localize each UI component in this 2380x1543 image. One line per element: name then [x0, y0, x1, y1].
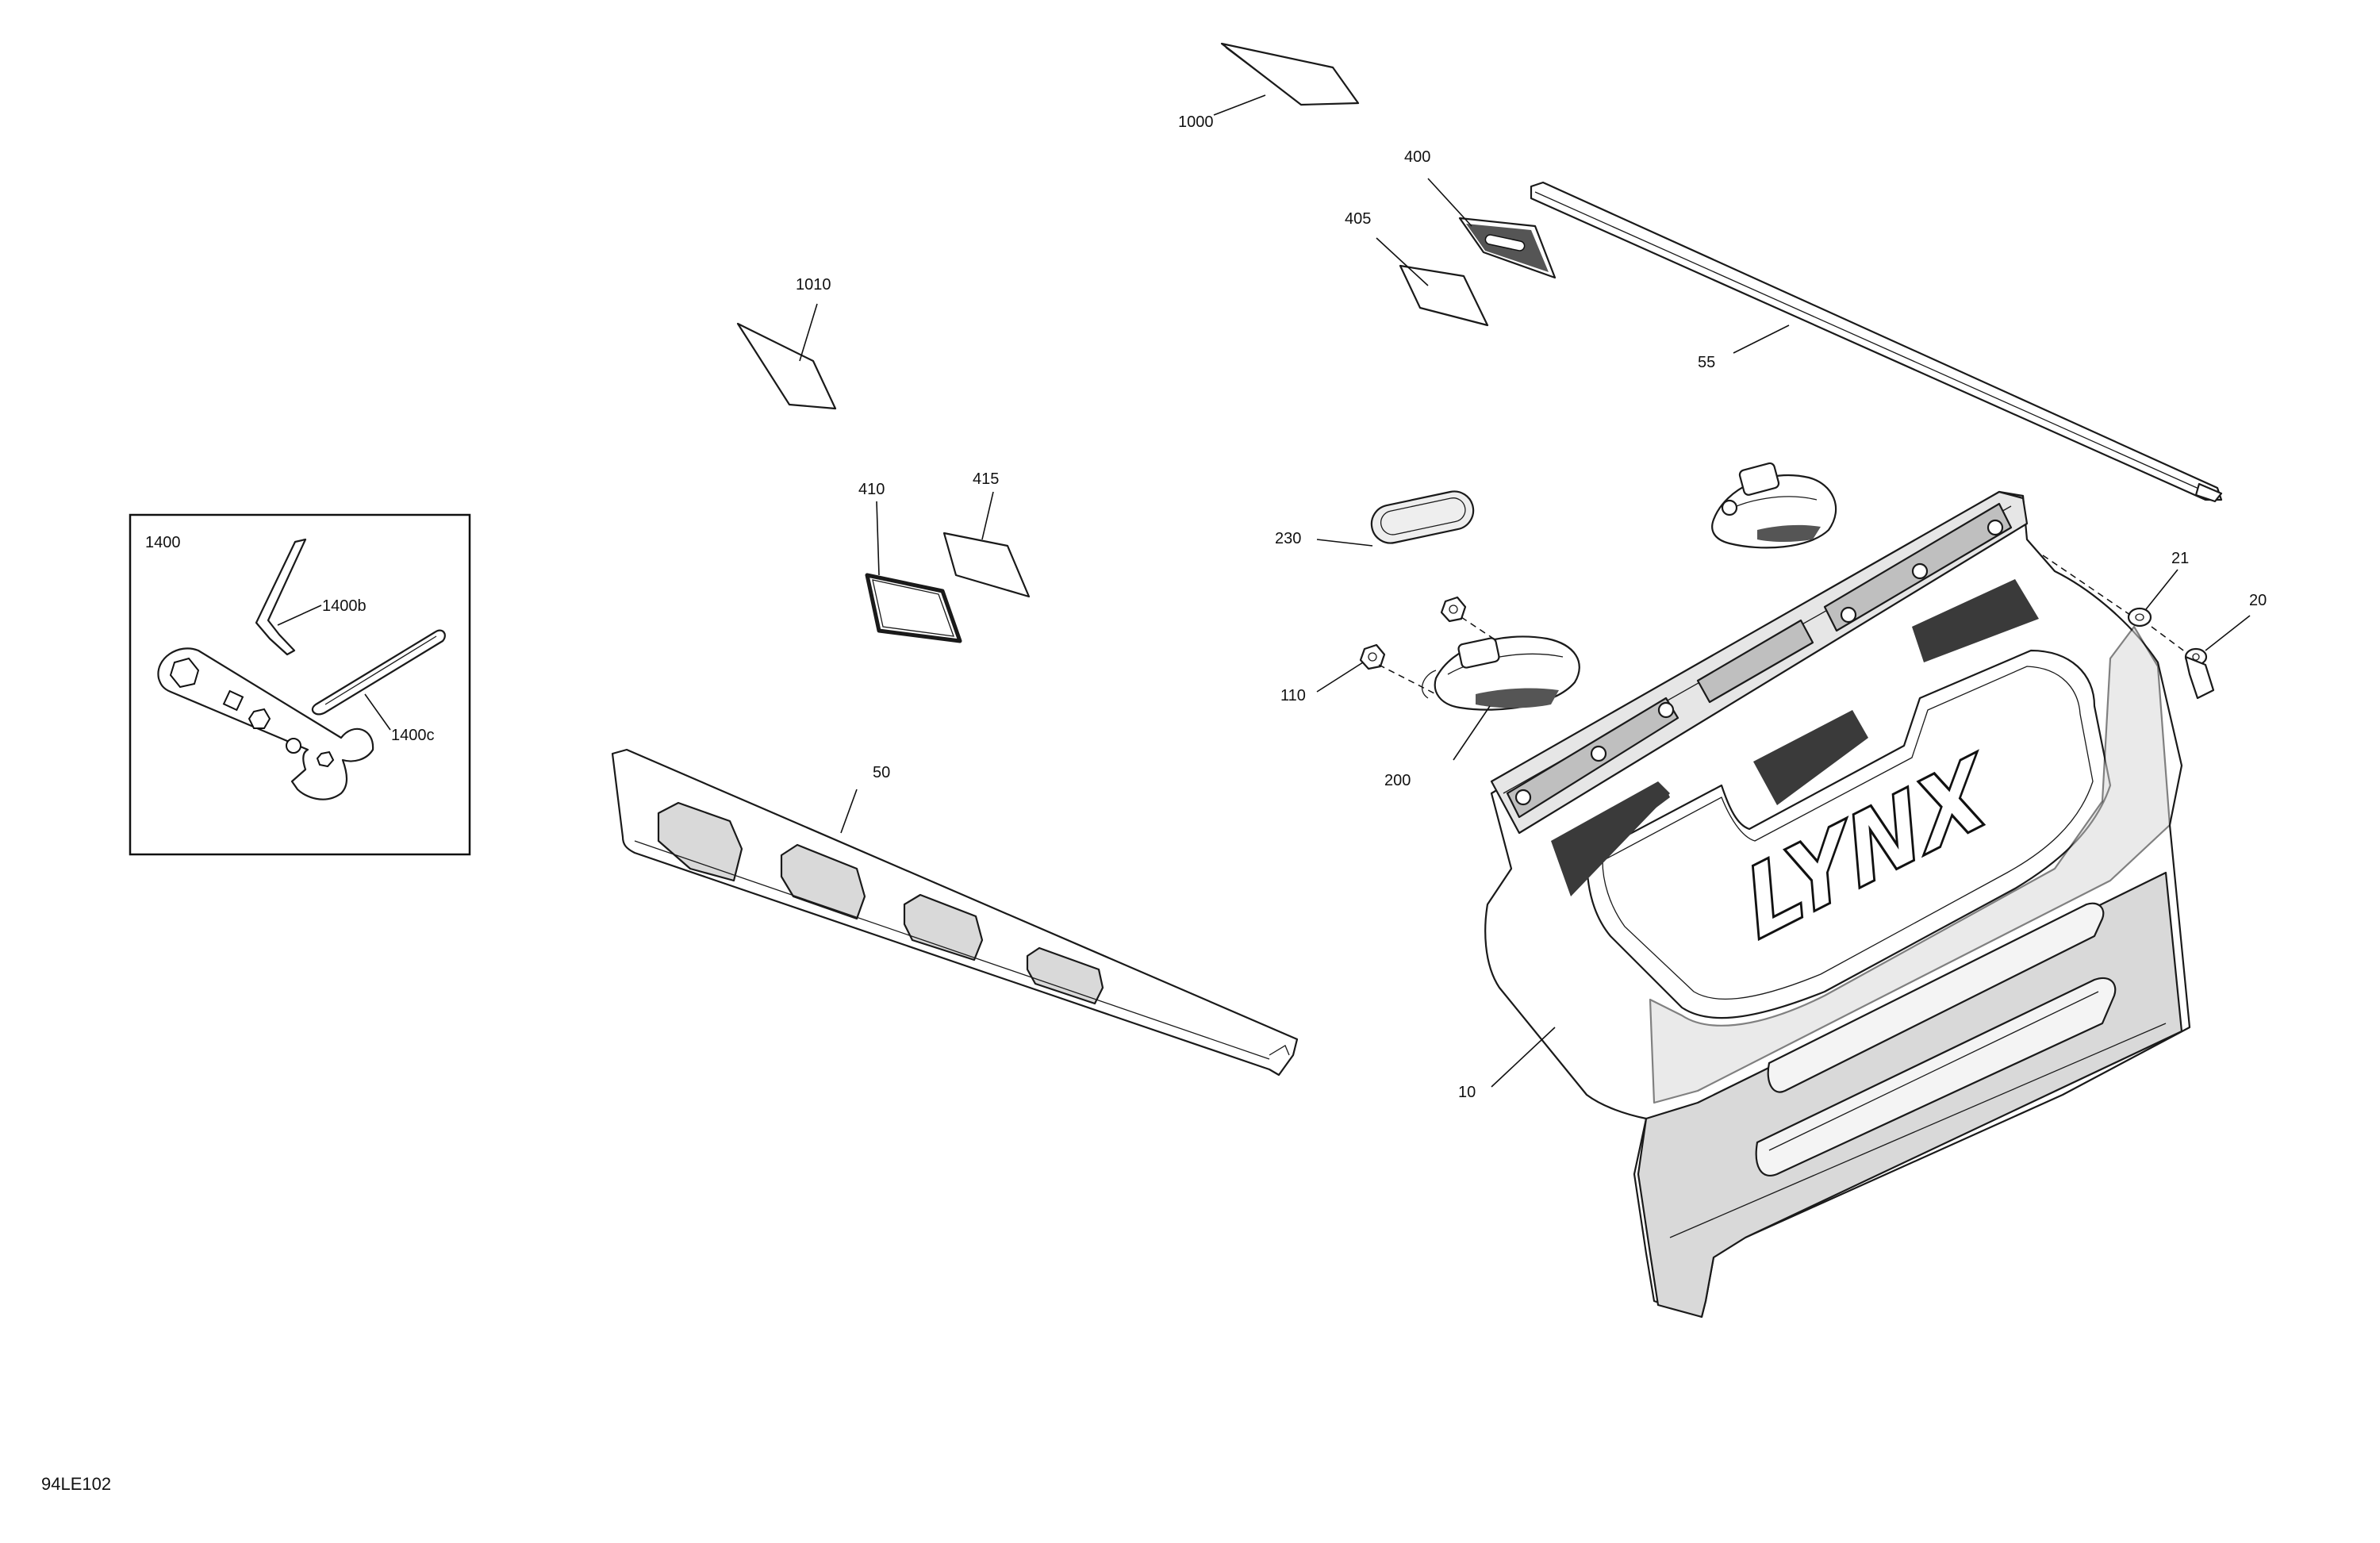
part-230-pad[interactable] [1368, 488, 1476, 547]
callout-405: 405 [1345, 210, 1371, 228]
spanner-wrench-icon[interactable] [157, 647, 374, 800]
part-1010-decal[interactable] [736, 322, 837, 410]
part-410-framed-decal[interactable] [865, 573, 962, 643]
part-50-side-plate[interactable] [611, 748, 1299, 1077]
part-200-latch[interactable] [1421, 635, 1580, 711]
kit-label-1400: 1400 [145, 534, 181, 551]
part-110-nut[interactable] [1359, 643, 1386, 670]
part-415-decal[interactable] [942, 532, 1031, 598]
callout-1000: 1000 [1178, 113, 1214, 131]
part-latch-upper[interactable] [1711, 462, 1837, 549]
callout-110: 110 [1280, 687, 1306, 704]
part-1000-decal[interactable] [1220, 42, 1360, 106]
part-110-nut-2[interactable] [1440, 596, 1467, 623]
callout-200: 200 [1384, 772, 1411, 789]
callout-415: 415 [973, 470, 999, 488]
part-400-plate[interactable] [1458, 217, 1557, 279]
callout-1400b: 1400b [322, 597, 367, 615]
callout-400: 400 [1404, 148, 1430, 166]
callout-20: 20 [2249, 592, 2267, 609]
callout-55: 55 [1698, 354, 1715, 371]
part-405-decal[interactable] [1399, 264, 1489, 327]
part-20-screw[interactable] [2184, 647, 2215, 700]
callout-230: 230 [1275, 530, 1301, 547]
part-10-body-panel[interactable]: LYNX [1484, 490, 2191, 1318]
callout-21: 21 [2171, 550, 2189, 567]
diagram-code: 94LE102 [41, 1474, 111, 1494]
part-1400b-allen-key[interactable] [255, 538, 307, 656]
part-1400c-tool-strip[interactable] [311, 629, 446, 716]
callout-1010: 1010 [796, 276, 831, 294]
part-21-washer[interactable] [2127, 607, 2152, 628]
callout-50: 50 [873, 764, 890, 781]
callout-410: 410 [858, 481, 885, 498]
callout-10: 10 [1458, 1084, 1476, 1101]
callout-1400c: 1400c [391, 727, 435, 744]
part-55-trim-strip[interactable] [1530, 181, 2223, 503]
